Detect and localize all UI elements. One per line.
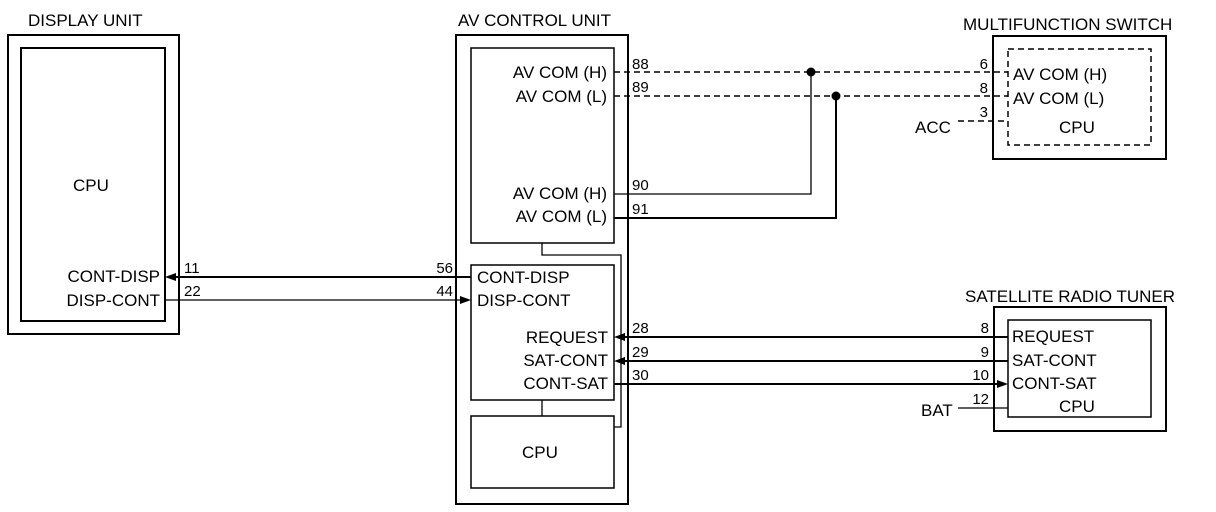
- mfs-cpu-label: CPU: [1059, 118, 1095, 137]
- multifunction-switch-title: MULTIFUNCTION SWITCH: [963, 15, 1172, 34]
- satellite-radio-tuner: SATELLITE RADIO TUNER REQUEST SAT-CONT C…: [921, 287, 1175, 432]
- mfs-signal-avcom-h: AV COM (H): [1013, 65, 1107, 84]
- av-control-outer-box: [455, 34, 629, 505]
- sat-cpu-label: CPU: [1059, 397, 1095, 416]
- acc-label: ACC: [915, 118, 951, 137]
- av-signal-request: REQUEST: [526, 328, 608, 347]
- pin-sat-10: 10: [972, 367, 989, 384]
- pin-sat-9: 9: [981, 344, 989, 361]
- bat-label: BAT: [921, 401, 953, 420]
- display-unit-inner-box: [20, 47, 166, 322]
- pin-av-91: 91: [632, 201, 649, 218]
- av-signal-avcom-l-2: AV COM (L): [516, 207, 607, 226]
- av-signal-cont-disp: CONT-DISP: [477, 268, 570, 287]
- av-signal-avcom-h-2: AV COM (H): [513, 184, 607, 203]
- pin-av-28: 28: [632, 320, 649, 337]
- pin-mfs-8: 8: [980, 80, 988, 97]
- pin-display-22: 22: [184, 283, 201, 300]
- multifunction-switch-inner-box: [1007, 48, 1152, 146]
- pin-av-30: 30: [632, 367, 649, 384]
- pin-mfs-6: 6: [980, 56, 988, 73]
- av-control-cpu-label: CPU: [522, 443, 558, 462]
- display-unit: DISPLAY UNIT CPU CONT-DISP DISP-CONT: [7, 11, 180, 335]
- display-signal-disp-cont: DISP-CONT: [67, 291, 161, 310]
- pin-av-90: 90: [632, 177, 649, 194]
- display-unit-title: DISPLAY UNIT: [28, 11, 143, 30]
- satellite-radio-tuner-title: SATELLITE RADIO TUNER: [965, 287, 1175, 306]
- pin-av-56: 56: [436, 260, 453, 277]
- display-unit-outer-box: [7, 34, 180, 335]
- pin-sat-8: 8: [981, 320, 989, 337]
- av-control-unit-title: AV CONTROL UNIT: [458, 11, 611, 30]
- satellite-tuner-inner-box: [1007, 319, 1152, 418]
- pin-mfs-3: 3: [980, 104, 988, 121]
- display-unit-cpu-label: CPU: [73, 176, 109, 195]
- display-signal-cont-disp: CONT-DISP: [67, 267, 160, 286]
- pin-av-44: 44: [436, 283, 453, 300]
- sat-signal-request: REQUEST: [1012, 327, 1094, 346]
- av-control-unit: AV CONTROL UNIT AV COM (H) AV COM (L) AV…: [455, 11, 629, 505]
- arrow-into-tuner-cont-sat: [997, 380, 1008, 388]
- arrow-into-av-disp-cont: [460, 296, 471, 304]
- wire-avcom-h-solid: [614, 72, 812, 195]
- arrow-into-av-request: [614, 333, 625, 341]
- pin-av-29: 29: [632, 344, 649, 361]
- av-signal-cont-sat: CONT-SAT: [523, 374, 608, 393]
- multifunction-switch: MULTIFUNCTION SWITCH AV COM (H) AV COM (…: [915, 15, 1172, 160]
- wire-avcom-l-solid: [614, 96, 837, 219]
- sat-signal-cont-sat: CONT-SAT: [1012, 374, 1097, 393]
- pin-av-88: 88: [632, 56, 649, 73]
- mfs-signal-avcom-l: AV COM (L): [1013, 89, 1104, 108]
- pin-av-89: 89: [632, 79, 649, 96]
- av-internal-link-com-cpu: [541, 243, 622, 428]
- satellite-tuner-outer-box: [993, 306, 1167, 432]
- av-signal-sat-cont: SAT-CONT: [523, 351, 608, 370]
- arrow-into-av-sat-cont: [614, 357, 625, 365]
- av-signal-avcom-l-1: AV COM (L): [516, 87, 607, 106]
- arrow-into-display-cont-disp: [165, 273, 176, 281]
- sat-signal-sat-cont: SAT-CONT: [1012, 351, 1097, 370]
- pin-sat-12: 12: [972, 391, 989, 408]
- multifunction-switch-outer-box: [992, 35, 1167, 160]
- av-signal-disp-cont: DISP-CONT: [477, 291, 571, 310]
- pin-display-11: 11: [184, 260, 200, 277]
- av-signal-avcom-h-1: AV COM (H): [513, 63, 607, 82]
